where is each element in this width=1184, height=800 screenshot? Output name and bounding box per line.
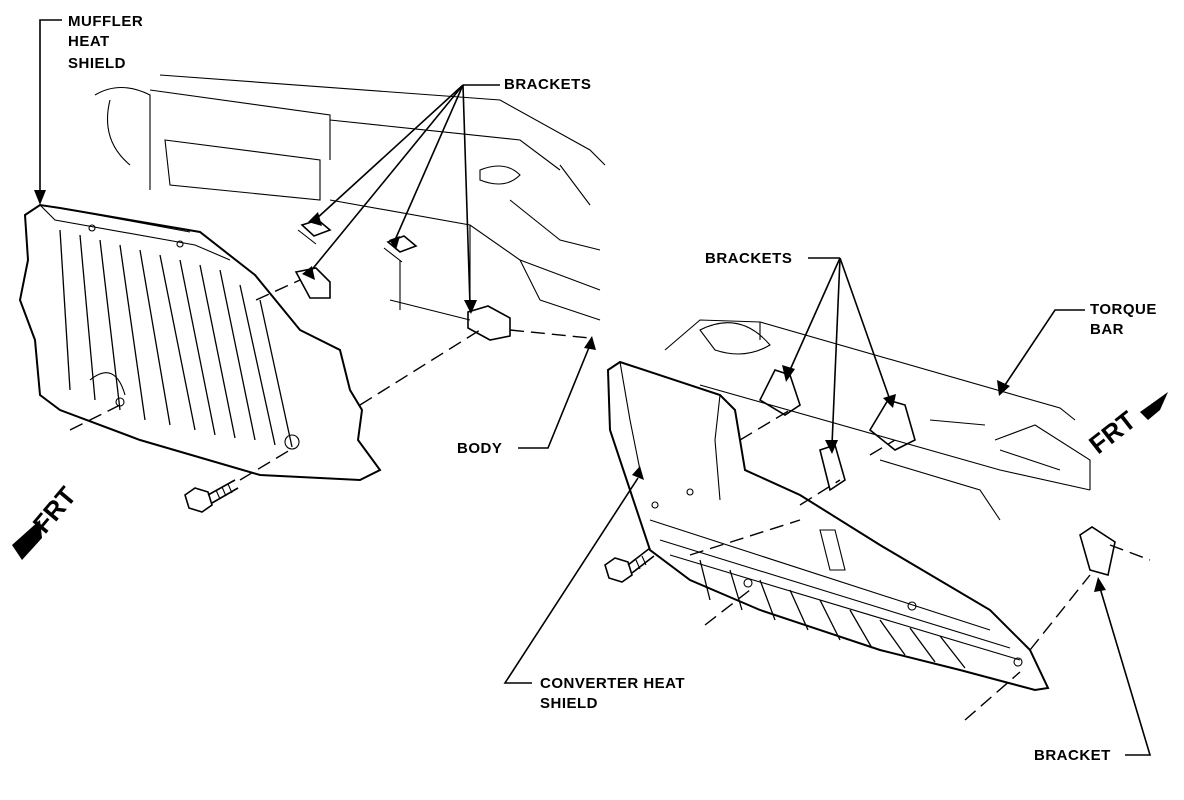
bracket-left-4	[467, 305, 511, 341]
bracket-right-4	[1079, 526, 1116, 576]
alignment-line-right-4	[739, 409, 791, 441]
alignment-line-right-1	[704, 589, 751, 626]
leader-brackets-top	[302, 84, 500, 314]
alignment-line-left-2	[239, 449, 291, 481]
underbody-right	[664, 319, 1091, 521]
alignment-line-left-4	[509, 329, 591, 339]
label-brackets-top: BRACKETS	[504, 76, 591, 93]
label-converter-line2: SHIELD	[540, 695, 598, 712]
bracket-left-2	[383, 235, 418, 263]
label-bracket: BRACKET	[1034, 747, 1111, 764]
label-torque-line1: TORQUE	[1090, 301, 1157, 318]
alignment-line-left-5	[255, 279, 301, 301]
label-muffler-line2: HEAT	[68, 33, 110, 50]
converter-heat-shield-part	[606, 360, 1050, 692]
alignment-line-left-3	[359, 329, 481, 406]
alignment-line-right-6	[869, 439, 896, 456]
alignment-line-right-3	[1029, 574, 1091, 651]
bracket-right-3	[868, 399, 916, 451]
leader-brackets-right	[782, 257, 896, 454]
label-muffler-line1: MUFFLER	[68, 13, 143, 30]
alignment-line-right-7	[689, 519, 801, 556]
frt-arrow-right	[1140, 392, 1168, 420]
muffler-heat-shield-part	[18, 203, 382, 482]
underbody-left	[94, 74, 606, 321]
leader-converter	[503, 466, 644, 684]
label-muffler-line3: SHIELD	[68, 55, 126, 72]
alignment-line-right-2	[964, 671, 1021, 721]
leader-muffler	[34, 19, 62, 205]
label-body: BODY	[457, 440, 502, 457]
frt-arrow-left	[12, 520, 42, 560]
label-frt-right: FRT	[1083, 405, 1141, 460]
alignment-line-right-8	[1109, 544, 1151, 561]
alignment-line-right-5	[799, 479, 841, 506]
label-torque-line2: BAR	[1090, 321, 1124, 338]
leader-torque-bar	[997, 309, 1085, 396]
label-brackets-right: BRACKETS	[705, 250, 792, 267]
leader-bracket	[1094, 577, 1152, 756]
bracket-right-1	[758, 369, 801, 416]
label-converter-line1: CONVERTER HEAT	[540, 675, 685, 692]
alignment-line-left-1	[69, 404, 121, 431]
bolt-left	[184, 479, 239, 513]
leader-body	[518, 336, 596, 449]
bolt-right	[604, 547, 655, 583]
